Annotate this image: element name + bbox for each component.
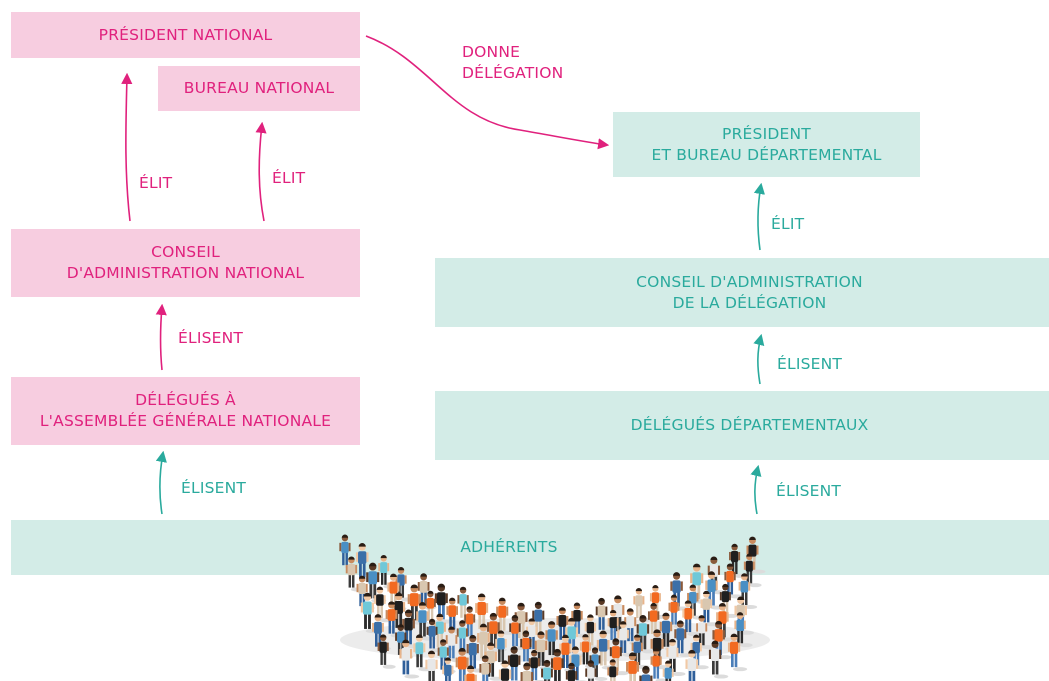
crowd-person — [550, 648, 564, 681]
president-departemental-label: PRÉSIDENT ET BUREAU DÉPARTEMENTAL — [651, 124, 882, 164]
crowd-person — [650, 648, 669, 681]
crowd-person — [425, 650, 438, 681]
crowd-person — [734, 612, 753, 648]
crowd-person — [437, 639, 456, 674]
crowd-person — [509, 614, 528, 651]
delegues-departementaux-box: DÉLÉGUÉS DÉPARTEMENTAUX — [435, 391, 1049, 460]
arrow-elit-departemental — [753, 182, 765, 251]
crowd-person — [541, 659, 553, 681]
crowd-person — [674, 620, 694, 658]
crowd-person — [520, 662, 534, 681]
crowd-person — [479, 655, 492, 681]
conseil-national-box: CONSEIL D'ADMINISTRATION NATIONAL — [11, 229, 360, 297]
arrow-elit-president-national — [121, 72, 133, 222]
crowd-person — [607, 659, 619, 681]
crowd-person — [377, 634, 396, 669]
crowd-person — [392, 592, 413, 633]
crowd-person — [700, 590, 720, 627]
crowd-person — [626, 652, 640, 681]
adherents-box: ADHÉRENTS — [11, 520, 1049, 575]
arrow-elisent-conseil-delegation — [753, 333, 765, 385]
bureau-national-box: BUREAU NATIONAL — [158, 66, 360, 111]
crowd-person — [374, 586, 393, 623]
crowd-person — [609, 638, 629, 676]
crowd-person — [416, 602, 436, 641]
elisent-delegues-national-label: ÉLISENT — [181, 479, 247, 497]
conseil-delegation-box: CONSEIL D'ADMINISTRATION DE LA DÉLÉGATIO… — [435, 258, 1049, 327]
elit-president-label: ÉLIT — [139, 174, 173, 192]
conseil-national-label: CONSEIL D'ADMINISTRATION NATIONAL — [66, 243, 305, 282]
crowd-person — [727, 633, 748, 672]
elisent-delegues-departementaux-label: ÉLISENT — [776, 482, 842, 500]
president-national-box: PRÉSIDENT NATIONAL — [11, 12, 360, 58]
crowd-person — [339, 534, 358, 570]
arrow-elit-bureau-national — [255, 121, 267, 222]
crowd-person — [498, 660, 512, 681]
president-departemental-box: PRÉSIDENT ET BUREAU DÉPARTEMENTAL — [613, 112, 920, 177]
delegues-national-box: DÉLÉGUÉS À L'ASSEMBLÉE GÉNÉRALE NATIONAL… — [11, 377, 360, 445]
elit-bureau-label: ÉLIT — [272, 169, 306, 187]
bureau-national-label: BUREAU NATIONAL — [183, 79, 335, 97]
crowd-person — [425, 590, 443, 625]
donne-delegation-label: DONNE DÉLÉGATION — [462, 43, 564, 82]
adherents-label: ADHÉRENTS — [460, 538, 558, 556]
arrow-elisent-delegues-national — [155, 450, 167, 515]
crowd-person — [464, 665, 477, 681]
crowd-person — [584, 614, 604, 650]
crowd-person — [743, 553, 762, 588]
crowd-person — [417, 573, 437, 610]
elisent-conseil-national-label: ÉLISENT — [178, 329, 244, 347]
crowd-person — [636, 614, 657, 654]
arrow-elisent-conseil-national — [155, 303, 167, 371]
crowd-person — [708, 640, 729, 679]
delegues-national-label: DÉLÉGUÉS À L'ASSEMBLÉE GÉNÉRALE NATIONAL… — [39, 391, 332, 430]
crowd-person — [507, 646, 525, 681]
crowd-person — [712, 620, 732, 660]
crowd-person — [696, 615, 715, 650]
crowd-person — [596, 630, 617, 670]
arrow-donne-delegation — [365, 35, 610, 150]
crowd-person — [559, 634, 579, 673]
conseil-delegation-label: CONSEIL D'ADMINISTRATION DE LA DÉLÉGATIO… — [636, 272, 863, 312]
elisent-conseil-delegation-label: ÉLISENT — [777, 355, 843, 373]
arrow-elisent-delegues-departementaux — [750, 464, 762, 515]
crowd-person — [682, 600, 701, 637]
crowd-person — [399, 639, 420, 679]
crowd-person — [545, 621, 565, 660]
elit-departemental-label: ÉLIT — [771, 215, 805, 233]
crowd-person — [455, 647, 469, 681]
crowd-person — [442, 657, 454, 681]
crowd-person — [585, 660, 597, 681]
president-national-label: PRÉSIDENT NATIONAL — [98, 25, 273, 44]
crowd-person — [639, 665, 653, 681]
crowd-person — [565, 662, 578, 681]
delegues-departementaux-label: DÉLÉGUÉS DÉPARTEMENTAUX — [630, 416, 869, 434]
crowd-person — [685, 649, 699, 681]
crowd-person — [662, 660, 674, 681]
